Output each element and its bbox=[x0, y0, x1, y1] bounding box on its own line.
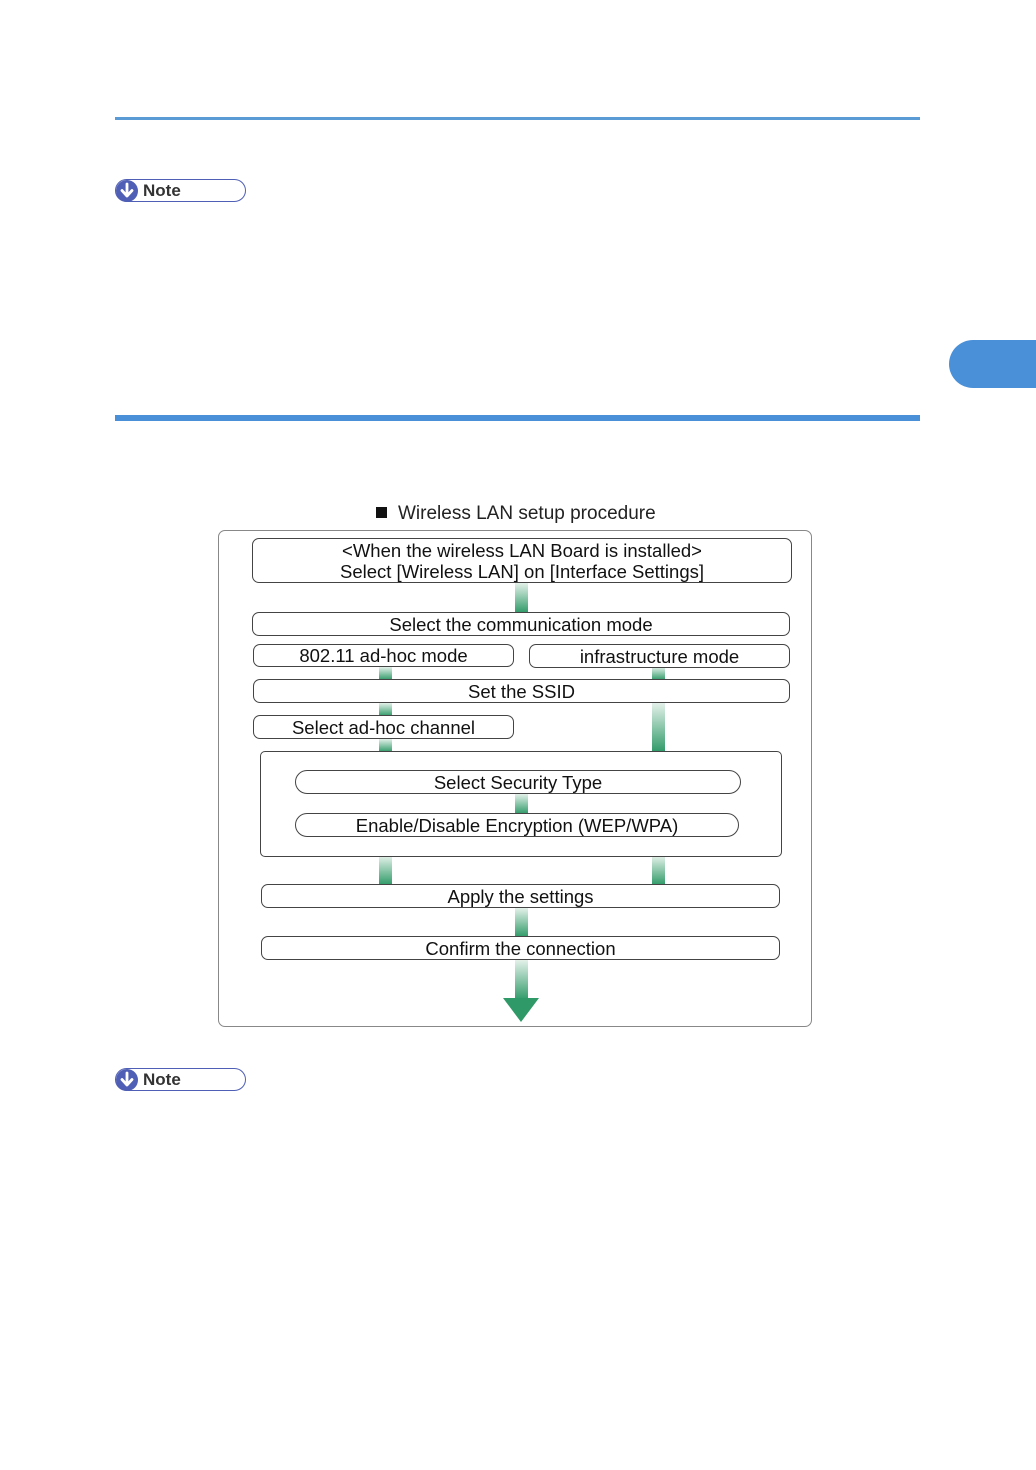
connector-adhoc-to-ssid bbox=[379, 667, 392, 680]
connector-ssid-to-security bbox=[652, 703, 665, 752]
square-bullet-icon bbox=[376, 507, 387, 518]
connector-security-to-apply-left bbox=[379, 856, 392, 885]
step-install: <When the wireless LAN Board is installe… bbox=[252, 538, 792, 583]
step-install-line2: Select [Wireless LAN] on [Interface Sett… bbox=[340, 560, 704, 582]
step-communication-mode: Select the communication mode bbox=[252, 612, 790, 636]
step-confirm: Confirm the connection bbox=[261, 936, 780, 960]
end-arrow-icon bbox=[503, 998, 539, 1022]
step-apply: Apply the settings bbox=[261, 884, 780, 908]
connector-apply-to-confirm bbox=[515, 908, 528, 937]
connector-security-to-encryption bbox=[515, 794, 528, 814]
section-rule bbox=[115, 415, 920, 421]
connector-confirm-to-end bbox=[515, 960, 528, 1000]
note-label: Note bbox=[143, 1070, 181, 1089]
mode-adhoc: 802.11 ad-hoc mode bbox=[253, 644, 514, 667]
connector-infra-to-ssid bbox=[652, 667, 665, 680]
connector-ssid-to-channel bbox=[379, 703, 392, 716]
down-arrow-icon bbox=[116, 1069, 138, 1091]
step-ssid: Set the SSID bbox=[253, 679, 790, 703]
connector-channel-to-security bbox=[379, 739, 392, 752]
step-security-type: Select Security Type bbox=[295, 770, 741, 794]
diagram-title-text: Wireless LAN setup procedure bbox=[398, 503, 656, 524]
note-badge: Note bbox=[115, 179, 246, 202]
diagram-frame bbox=[218, 530, 812, 1027]
connector-security-to-apply-right bbox=[652, 856, 665, 885]
note-badge: Note bbox=[115, 1068, 246, 1091]
connector-install-to-mode bbox=[515, 583, 528, 613]
chapter-tab bbox=[949, 340, 1036, 388]
mode-infrastructure: infrastructure mode bbox=[529, 644, 790, 668]
down-arrow-icon bbox=[116, 180, 138, 202]
diagram-title: Wireless LAN setup procedure bbox=[376, 503, 656, 525]
step-adhoc-channel: Select ad-hoc channel bbox=[253, 715, 514, 739]
step-install-line1: <When the wireless LAN Board is installe… bbox=[342, 539, 702, 561]
note-label: Note bbox=[143, 181, 181, 200]
header-rule bbox=[115, 117, 920, 120]
step-encryption: Enable/Disable Encryption (WEP/WPA) bbox=[295, 813, 739, 837]
